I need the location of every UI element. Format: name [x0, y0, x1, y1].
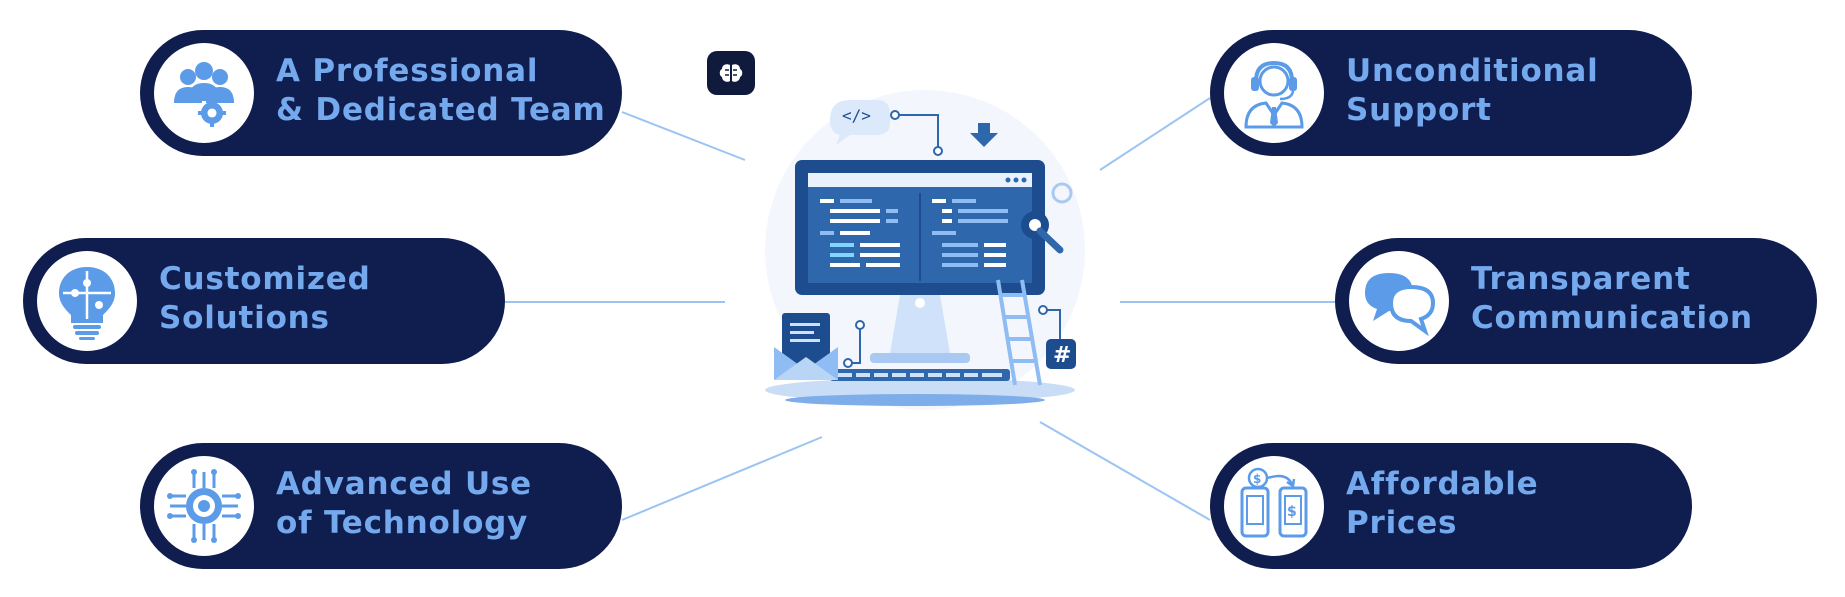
feature-prices: $ $ Affordable Prices [1210, 443, 1692, 569]
connector-prices [1039, 421, 1211, 521]
icon-badge [1349, 251, 1449, 351]
connector-technology [621, 436, 823, 521]
feature-line1: Customized [159, 261, 371, 297]
icon-badge [37, 251, 137, 351]
feature-label: Unconditional Support [1346, 52, 1599, 130]
feature-label: A Professional & Dedicated Team [276, 52, 606, 130]
feature-label: Transparent Communication [1471, 260, 1753, 338]
svg-text:$: $ [1287, 504, 1297, 520]
feature-line2: Solutions [159, 300, 330, 336]
feature-line1: Unconditional [1346, 53, 1599, 89]
code-tag-text: </> [842, 106, 871, 125]
puzzle-bulb-icon [59, 267, 115, 340]
feature-line2: & Dedicated Team [276, 92, 606, 128]
feature-line1: Transparent [1471, 261, 1691, 297]
icon-badge [154, 43, 254, 143]
feature-team: A Professional & Dedicated Team [140, 30, 622, 156]
connector-support [1099, 97, 1211, 171]
brain-icon [719, 64, 743, 82]
icon-badge: $ $ [1224, 456, 1324, 556]
feature-line2: Support [1346, 92, 1492, 128]
feature-line1: A Professional [276, 53, 539, 89]
icon-badge [1224, 43, 1324, 143]
hashtag-text: # [1053, 343, 1071, 368]
svg-text:$: $ [1253, 472, 1261, 486]
chat-bubbles-icon [1365, 273, 1436, 337]
icon-badge [154, 456, 254, 556]
feature-line2: Prices [1346, 505, 1458, 541]
feature-label: Advanced Use of Technology [276, 465, 532, 543]
feature-support: Unconditional Support [1210, 30, 1692, 156]
feature-label: Customized Solutions [159, 260, 371, 338]
brain-badge [707, 51, 755, 95]
feature-label: Affordable Prices [1346, 465, 1539, 543]
headset-agent-icon [1244, 60, 1304, 129]
feature-line2: Communication [1471, 300, 1753, 336]
feature-line1: Affordable [1346, 466, 1539, 502]
feature-solutions: Customized Solutions [23, 238, 505, 364]
feature-communication: Transparent Communication [1335, 238, 1817, 364]
developer-workstation-illustration: </> # [765, 90, 1085, 410]
connector-team [621, 111, 746, 161]
phone-dollar-icon: $ $ [1240, 467, 1308, 538]
feature-line2: of Technology [276, 505, 529, 541]
chip-gear-icon [167, 469, 241, 543]
team-gear-icon [174, 62, 234, 127]
feature-line1: Advanced Use [276, 466, 533, 502]
feature-technology: Advanced Use of Technology [140, 443, 622, 569]
